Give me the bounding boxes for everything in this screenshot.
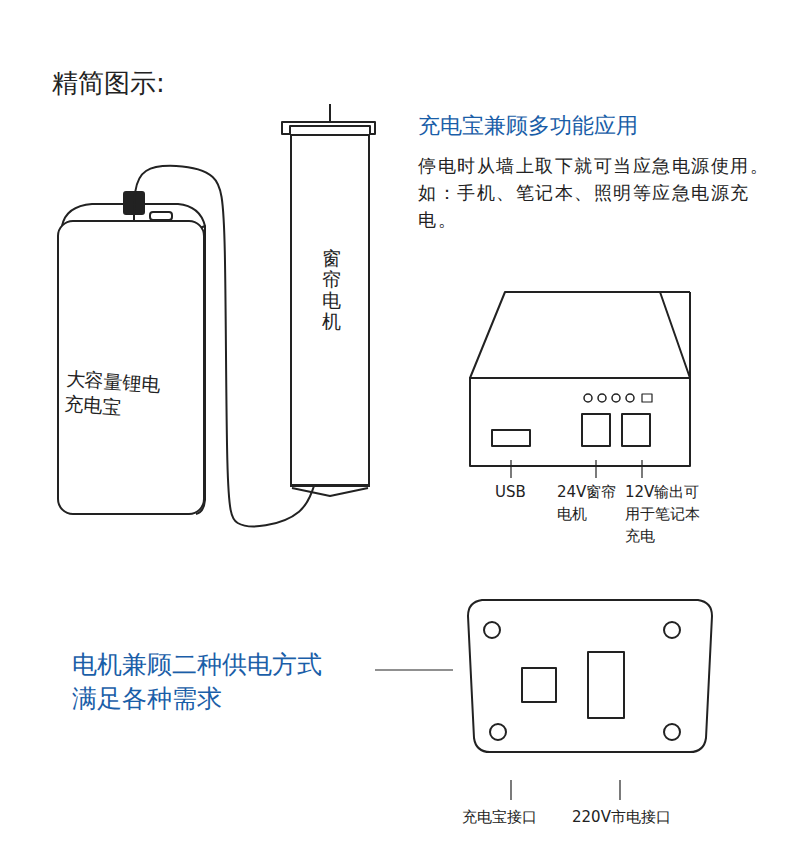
node-label: 大容量锂电充电宝 (63, 366, 178, 423)
bank-port (150, 212, 172, 220)
leader-line (595, 460, 596, 478)
box-front (470, 378, 690, 466)
led (626, 394, 634, 402)
leader-line (375, 669, 453, 670)
box-edge (660, 291, 690, 293)
title: 精简图示: (52, 66, 165, 101)
power-bank: 大容量锂电充电宝 (57, 220, 205, 515)
motor-pin (329, 104, 331, 122)
motor-top-cap (282, 122, 375, 134)
title-text: 精简图示: (52, 68, 165, 98)
port-label: 220V市电接口 (572, 808, 692, 828)
port-12v (622, 414, 650, 446)
leader-line (641, 460, 642, 478)
leader-line (510, 460, 511, 478)
leader-line (619, 780, 620, 800)
screw-hole (664, 622, 680, 638)
led (584, 394, 592, 402)
mains-socket (588, 652, 624, 718)
motor-plate (468, 600, 712, 752)
led (612, 394, 620, 402)
screw-hole (484, 622, 500, 638)
node-label: 窗帘电机 (322, 248, 341, 332)
bank-socket (522, 668, 556, 702)
box-top (470, 292, 690, 378)
port-label: 12V输出可用于笔记本充电 (625, 482, 707, 547)
description: 停电时从墙上取下就可当应急电源使用。如：手机、笔记本、照明等应急电源充电。 (418, 152, 770, 233)
screw-hole (490, 724, 506, 740)
motor-bottom-cap (292, 488, 368, 496)
port-label: USB (495, 482, 545, 504)
port-24v (582, 414, 610, 446)
led (598, 394, 606, 402)
usb-port (492, 430, 530, 446)
screw-hole (664, 724, 680, 740)
battery-icon (642, 394, 652, 402)
callout-heading: 电机兼顾二种供电方式满足各种需求 (72, 648, 342, 716)
leader-line (510, 780, 511, 800)
port-label: 充电宝接口 (462, 808, 562, 828)
curtain-motor: 窗帘电机 (290, 134, 370, 486)
box-edge (689, 292, 691, 378)
port-label: 24V窗帘电机 (557, 482, 619, 526)
section-heading: 充电宝兼顾多功能应用 (418, 112, 778, 141)
